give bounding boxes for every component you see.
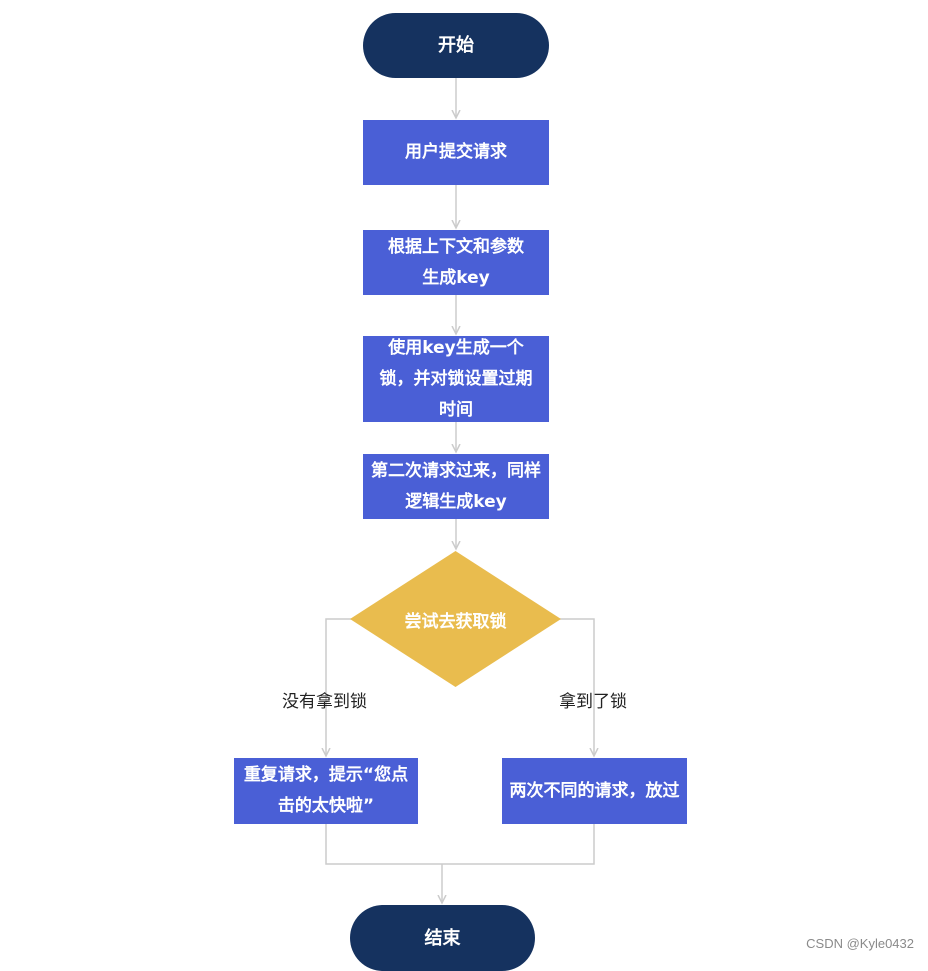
action-label: 重复请求，提示“您点击的太快啦” bbox=[243, 765, 409, 816]
decision-acquire-lock: 尝试去获取锁 bbox=[350, 551, 561, 687]
branch-yes-label: 拿到了锁 bbox=[559, 692, 627, 712]
action-repeat-request: 重复请求，提示“您点击的太快啦” bbox=[234, 758, 418, 824]
step-label: 第二次请求过来，同样逻辑生成key bbox=[371, 460, 541, 512]
decision-diamond bbox=[350, 551, 561, 687]
step-create-lock: 使用key生成一个锁，并对锁设置过期时间 bbox=[363, 336, 549, 422]
step-submit-request: 用户提交请求 bbox=[363, 120, 549, 185]
merge-line bbox=[325, 823, 595, 865]
action-label: 两次不同的请求，放过 bbox=[509, 780, 680, 801]
end-node: 结束 bbox=[350, 905, 535, 971]
end-label: 结束 bbox=[424, 927, 461, 949]
step-label: 使用key生成一个锁，并对锁设置过期时间 bbox=[379, 337, 533, 420]
step-label: 用户提交请求 bbox=[405, 142, 507, 162]
decision-label: 尝试去获取锁 bbox=[404, 611, 507, 632]
start-label: 开始 bbox=[438, 35, 474, 56]
watermark: CSDN @Kyle0432 bbox=[806, 936, 914, 951]
action-allow-request: 两次不同的请求，放过 bbox=[502, 758, 687, 824]
step-generate-key: 根据上下文和参数生成key bbox=[363, 230, 549, 295]
step-second-request: 第二次请求过来，同样逻辑生成key bbox=[363, 454, 549, 519]
step-label: 根据上下文和参数生成key bbox=[388, 236, 524, 288]
arrow-decision-to-no-branch bbox=[326, 618, 352, 756]
arrow-decision-to-yes-branch bbox=[559, 618, 594, 756]
start-node: 开始 bbox=[363, 13, 549, 78]
branch-no-label: 没有拿到锁 bbox=[282, 692, 367, 712]
